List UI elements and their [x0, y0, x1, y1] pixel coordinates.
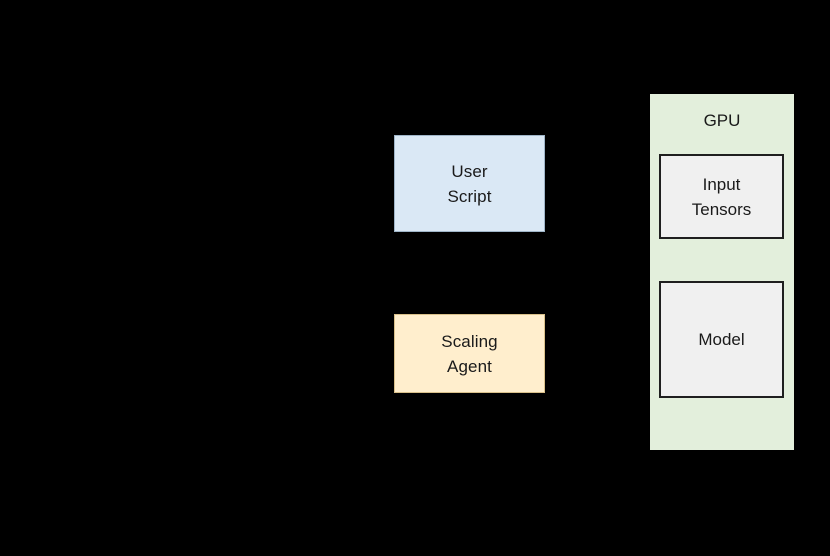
node-model[interactable]: Model: [659, 281, 784, 398]
node-user-script[interactable]: User Script: [394, 135, 545, 232]
node-input-tensors[interactable]: Input Tensors: [659, 154, 784, 239]
node-gpu-container[interactable]: GPU Input Tensors Model: [650, 94, 794, 450]
node-scaling-agent[interactable]: Scaling Agent: [394, 314, 545, 393]
gpu-container-label: GPU: [703, 110, 741, 130]
